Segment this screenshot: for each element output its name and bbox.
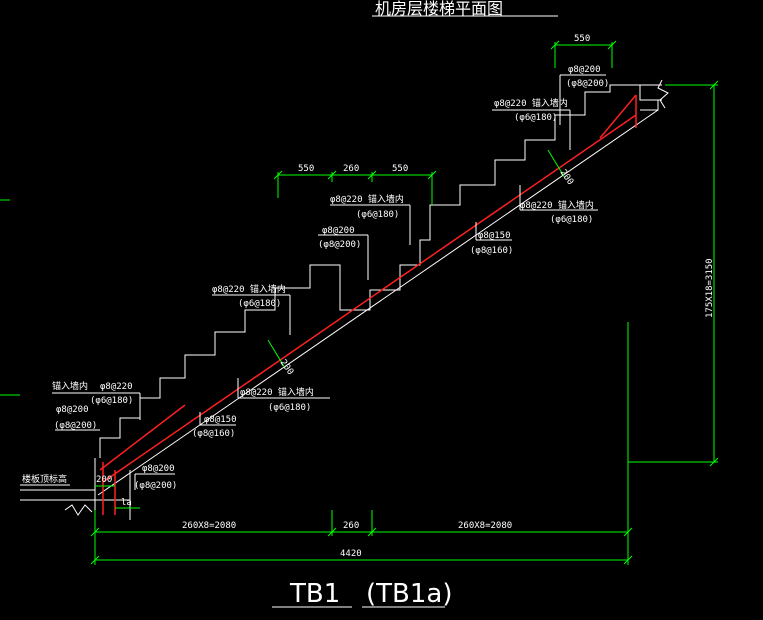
rebar-bottom-bend: [99, 404, 186, 471]
dimensions: [0, 40, 719, 565]
dim-mid-tick-2: [327, 170, 337, 180]
label-mid-left-a: φ8@220 锚入墙内: [212, 283, 286, 295]
dimension-labels: 550 550 260 550 260X8=2080 260 260X8=208…: [96, 34, 715, 559]
label-left-c: (φ6@180): [90, 396, 133, 406]
dim-text-bottom-left: 260X8=2080: [182, 521, 236, 531]
dim-text-base-200: 200: [96, 475, 112, 485]
label-left-b: φ8@220: [100, 382, 133, 392]
label-top-b: (φ8@200): [566, 79, 609, 89]
title-sub: (TB1a): [366, 579, 452, 609]
dim-text-base-la: la: [121, 498, 132, 508]
label-mid-right-b: (φ8@160): [470, 246, 513, 256]
dim-bottom-tick-1: [90, 527, 100, 537]
dim-text-vertical: 175X18=3150: [705, 258, 715, 318]
label-upper-mid-a: φ8@220 锚入墙内: [330, 193, 404, 205]
dim-overall-tick-2: [623, 555, 633, 565]
main-rebar: [102, 114, 637, 483]
label-left-d: φ8@200: [56, 405, 89, 415]
dim-bottom-tick-3: [367, 527, 377, 537]
stair-soffit: [97, 109, 659, 496]
label-left-a: 锚入墙内: [52, 380, 88, 392]
dim-top-tick-l: [550, 40, 560, 50]
title-main: TB1: [289, 579, 340, 609]
stair-concrete: [20, 84, 662, 520]
label-mid-b: (φ8@200): [318, 240, 361, 250]
label-upper-mid-b: (φ6@180): [356, 210, 399, 220]
rebar-top-bend: [599, 94, 637, 139]
label-upper-right-a: φ8@220 锚入墙内: [520, 199, 594, 211]
label-low-right-a: φ8@150: [204, 415, 237, 425]
dim-text-mid-center: 260: [343, 164, 359, 174]
label-base-b: (φ8@200): [134, 481, 177, 491]
label-floor: 楼板顶标高: [22, 473, 67, 485]
rebar: [99, 94, 637, 515]
label-top-d: (φ6@180): [514, 113, 557, 123]
label-low-mid-a: φ8@220 锚入墙内: [240, 386, 314, 398]
dim-text-overall: 4420: [340, 549, 362, 559]
dim-overall-tick-1: [90, 555, 100, 565]
label-base-a: φ8@200: [142, 464, 175, 474]
dim-text-bottom-right: 260X8=2080: [458, 521, 512, 531]
dim-slope-upper: [547, 149, 566, 179]
dim-mid-tick-3: [367, 170, 377, 180]
break-symbols: [64, 79, 669, 516]
dim-text-bottom-center: 260: [343, 521, 359, 531]
label-top-c: φ8@220 锚入墙内: [494, 97, 568, 109]
top-title: 机房层楼梯平面图: [375, 0, 503, 18]
dim-text-mid-left: 550: [298, 164, 314, 174]
dim-vertical-tick-top: [709, 80, 719, 90]
label-mid-left-b: (φ6@180): [238, 299, 281, 309]
dim-mid-tick-1: [273, 170, 283, 180]
label-mid-right-a: φ8@150: [478, 231, 511, 241]
dim-top-tick-r: [607, 40, 617, 50]
label-low-right-b: (φ8@160): [192, 429, 235, 439]
drawing-title: TB1 (TB1a): [272, 579, 452, 609]
label-mid-a: φ8@200: [322, 226, 355, 236]
break-symbol-top: [657, 79, 669, 109]
break-symbol-bottom: [64, 504, 93, 516]
stair-steps: [99, 84, 659, 458]
dim-vertical-tick-bottom: [709, 457, 719, 467]
dim-bottom-tick-2: [327, 527, 337, 537]
rebar-labels: φ8@200 (φ8@200) φ8@220 锚入墙内 (φ6@180) φ8@…: [22, 65, 609, 491]
dim-mid-tick-4: [427, 170, 437, 180]
label-top-a: φ8@200: [568, 65, 601, 75]
dim-text-mid-right: 550: [392, 164, 408, 174]
dim-slope-lower: [267, 339, 286, 369]
dim-text-top-right: 550: [574, 34, 590, 44]
label-low-mid-b: (φ6@180): [268, 403, 311, 413]
dim-bottom-tick-4: [623, 527, 633, 537]
label-upper-right-b: (φ6@180): [550, 215, 593, 225]
leaders: [20, 74, 606, 490]
label-left-e: (φ8@200): [54, 421, 97, 431]
